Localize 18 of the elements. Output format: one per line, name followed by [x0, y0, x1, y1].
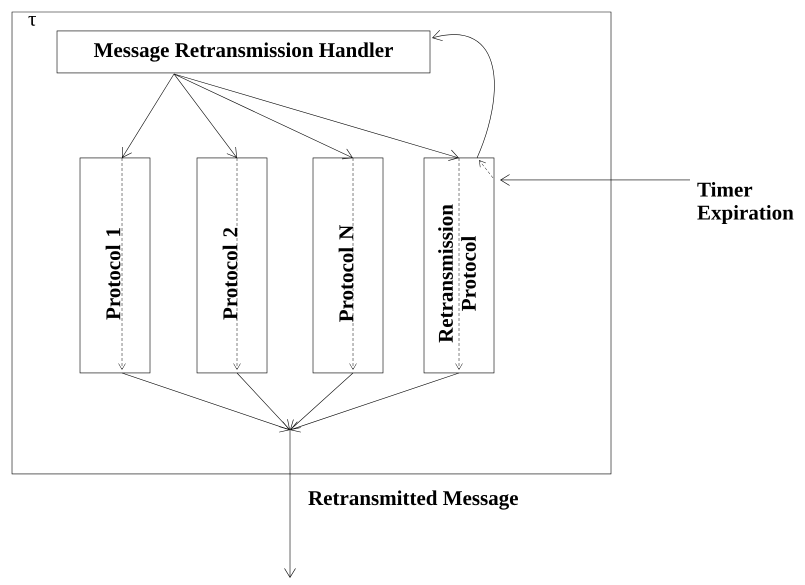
arrow — [500, 174, 690, 186]
arrow — [290, 372, 354, 430]
timer-label: Timer Expiration — [697, 182, 794, 224]
protocol-box: Protocol N — [312, 158, 384, 374]
arrow — [290, 372, 460, 432]
protocol-box: Protocol 2 — [196, 158, 268, 374]
handler-box: Message Retransmission Handler — [56, 30, 430, 74]
protocol-box: Retransmission Protocol — [424, 158, 494, 374]
arrow — [174, 74, 459, 161]
arrow — [432, 30, 495, 158]
arrow — [174, 74, 237, 158]
arrow — [122, 372, 290, 432]
output-label: Retransmitted Message — [308, 490, 518, 510]
arrow — [284, 430, 296, 578]
arrow — [122, 74, 174, 158]
arrow — [174, 74, 353, 160]
protocol-box: Protocol 1 — [80, 158, 150, 374]
arrow — [236, 372, 290, 430]
